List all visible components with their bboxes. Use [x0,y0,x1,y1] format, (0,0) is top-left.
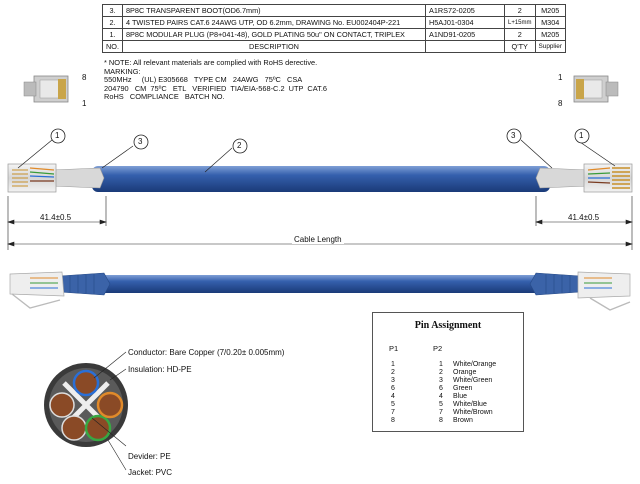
p1-pin: 2 [391,369,395,376]
insulation-label: Insulation: HD-PE [128,365,192,374]
bom-header: NO. DESCRIPTION Q'TY Supplier [102,40,566,53]
p2-pin: 5 [439,401,443,408]
pin-color: Green [453,385,473,392]
p2-pin: 3 [439,377,443,384]
callout-2: 2 [237,141,242,150]
p2-pin: 6 [439,385,443,392]
plug-icon-left [23,75,69,103]
p1-pin: 4 [391,393,395,400]
p1-pin: 7 [391,409,395,416]
callout-3-left: 3 [138,137,143,146]
callout-1-right: 1 [579,131,584,140]
pin-color: White/Blue [453,401,487,408]
pin-color: White/Brown [453,409,493,416]
conductor-label: Conductor: Bare Copper (7/0.20± 0.005mm) [128,348,285,357]
pin-color: Blue [453,393,468,400]
cable-photo-view [9,271,631,311]
p2-pin: 4 [439,393,443,400]
bom-header-part [424,40,505,53]
cable-top-view [7,163,633,193]
bom-row-2: 2. 4 TWISTED PAIRS CAT.6 24AWG UTP, OD 6… [102,16,566,29]
p2-pin: 2 [439,369,443,376]
bom-table: 3. 8P8C TRANSPARENT BOOT(OD6.7mm) A1RS72… [102,4,566,53]
jacket-label: Jacket: PVC [128,468,173,477]
pin-color: Orange [453,369,477,376]
notes-marking: * NOTE: All relevant materials are compl… [104,58,327,102]
dimension-lines [7,196,633,250]
p2-pin: 7 [439,409,443,416]
cable-cross-section [44,351,128,471]
callout-circles [50,128,590,154]
dim-right-label: 41.4±0.5 [568,213,600,222]
p1-pin: 3 [391,377,395,384]
p1-pin: 6 [391,385,395,392]
callout-leaders [17,139,616,173]
p1-pin: 5 [391,401,395,408]
bom-header-supplier: Supplier [534,40,566,53]
pin-assignment-box: Pin Assignment P1 P2 1 2 3 6 4 5 7 8 1 2… [372,312,524,432]
cable-length-label: Cable Length [292,235,344,244]
divider-label: Devider: PE [128,452,171,461]
callout-3-right: 3 [511,131,516,140]
pin-assignment-title: Pin Assignment [414,320,482,331]
callout-1-left: 1 [55,131,60,140]
plug-left-pin-top: 8 [82,73,87,82]
plug-icon-right [573,75,619,103]
pin-color: White/Orange [453,361,497,368]
p1-label: P1 [389,344,399,353]
plug-left-pin-bottom: 1 [82,99,87,108]
plug-right-pin-top: 1 [558,73,563,82]
bom-row-3: 3. 8P8C TRANSPARENT BOOT(OD6.7mm) A1RS72… [102,4,566,17]
p2-label: P2 [433,344,443,353]
pin-color: White/Green [453,377,493,384]
p2-pin: 8 [439,417,443,424]
dim-left-label: 41.4±0.5 [40,213,72,222]
p1-pin: 1 [391,361,395,368]
plug-right-pin-bottom: 8 [558,99,563,108]
p2-pin: 1 [439,361,443,368]
p1-pin: 8 [391,417,395,424]
pin-color: Brown [453,417,473,424]
